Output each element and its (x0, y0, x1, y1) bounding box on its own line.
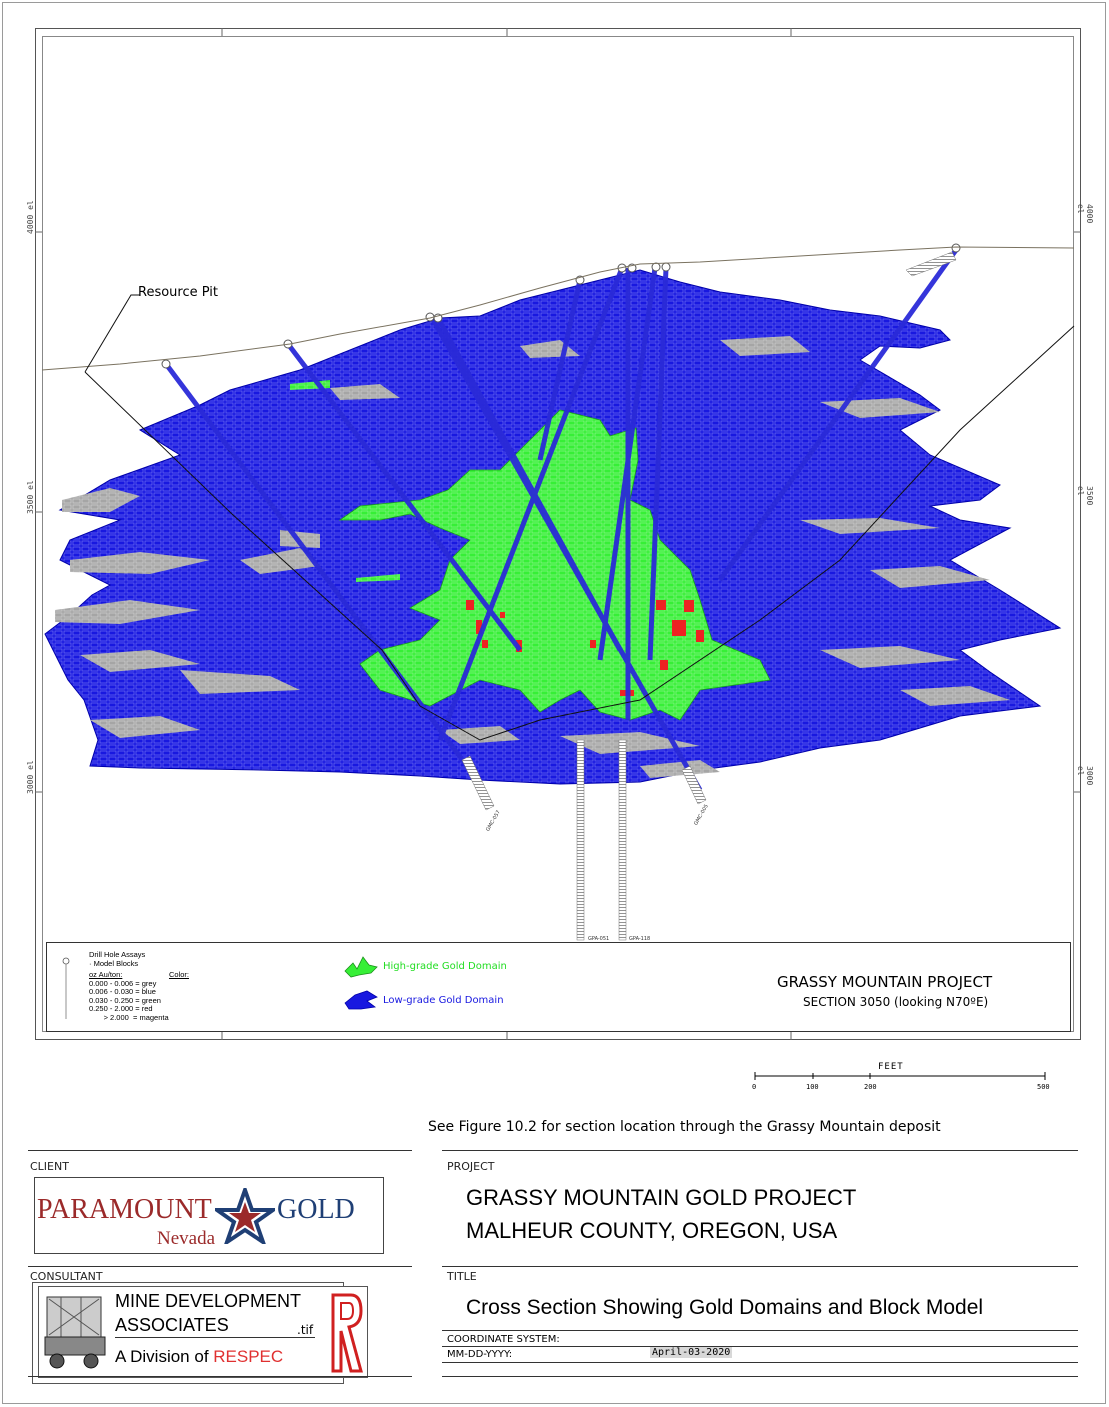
divider (442, 1150, 1078, 1151)
resource-pit (84, 294, 1075, 741)
divider (28, 1150, 412, 1151)
scale-tick-label: 500 (1037, 1083, 1050, 1091)
legend-row: 0.030 - 0.250 = green (89, 995, 161, 1005)
scale-unit: FEET (878, 1062, 904, 1072)
drill-hole-label: GPA-118 (629, 936, 651, 942)
mining-equipment-icon (44, 1296, 106, 1369)
divider (442, 1346, 1078, 1347)
consultant-label: CONSULTANT (30, 1270, 103, 1283)
legend-row: 0.006 - 0.030 = blue (89, 987, 156, 996)
low-grade-swatch-icon (344, 990, 378, 1010)
client-logo: PARAMOUNT GOLD Nevada (34, 1177, 384, 1254)
client-logo-text-left: PARAMOUNT (37, 1194, 212, 1225)
date-value: April-03-2020 (650, 1347, 733, 1358)
consultant-logo: MINE DEVELOPMENT ASSOCIATES .tif A Divis… (38, 1286, 368, 1378)
high-grade-label: High-grade Gold Domain (383, 961, 507, 972)
consultant-line1: MINE DEVELOPMENT (115, 1291, 302, 1311)
title-label: TITLE (447, 1270, 477, 1283)
consultant-underline (115, 1337, 315, 1338)
star-icon (215, 1188, 275, 1244)
legend-title: Drill Hole Assays · Model Blocks (89, 950, 146, 968)
elev-left-3500: 3500 el (26, 480, 35, 514)
resource-pit-label: Resource Pit (138, 285, 219, 300)
project-label: PROJECT (447, 1160, 495, 1173)
divider (442, 1266, 1078, 1267)
drawing-title: Cross Section Showing Gold Domains and B… (466, 1296, 984, 1319)
elev-left-4000: 4000 el (26, 200, 35, 234)
elev-left-3000: 3000 el (26, 760, 35, 794)
client-logo-sub: Nevada (157, 1228, 216, 1249)
client-logo-text-right: GOLD (277, 1194, 355, 1225)
divider (28, 1376, 412, 1377)
client-label: CLIENT (30, 1160, 69, 1173)
coordinate-system-label: COORDINATE SYSTEM: (447, 1334, 560, 1345)
divider (442, 1362, 1078, 1363)
legend-col-color: Color: (168, 970, 189, 979)
scale-tick-label: 200 (864, 1083, 877, 1091)
elev-right-4000: 4000 el (1076, 204, 1094, 224)
drill-hole-traces (163, 248, 959, 792)
scale-tick-label: 100 (806, 1083, 819, 1091)
divider (28, 1266, 412, 1267)
legend-row: 0.250 - 2.000 = red (89, 1004, 153, 1013)
elev-right-3000: 3000 el (1076, 766, 1094, 786)
legend-hole-icon (62, 957, 70, 1019)
legend-title-line2: · Model Blocks (89, 958, 139, 968)
low-grade-label: Low-grade Gold Domain (383, 995, 504, 1006)
map-frame (35, 28, 1081, 1040)
consultant-tif-label: .tif (297, 1323, 314, 1337)
elev-right-3500: 3500 el (1076, 486, 1094, 506)
drill-hole-label: GPA-051 (588, 936, 610, 942)
legend-row: 0.000 - 0.006 = grey (89, 978, 157, 988)
drill-hole-collars (161, 243, 961, 369)
date-label: MM-DD-YYYY: (447, 1349, 513, 1360)
project-line1: GRASSY MOUNTAIN GOLD PROJECT (466, 1185, 857, 1210)
consultant-division-text: A Division of (115, 1347, 214, 1366)
consultant-line2: ASSOCIATES (115, 1315, 229, 1335)
grey-blocks (55, 336, 1010, 778)
legend-title-line1: Drill Hole Assays (89, 950, 146, 959)
legend-col-grade: oz Au/ton: (89, 970, 123, 979)
scale-bar (754, 1072, 1046, 1080)
figure-note: See Figure 10.2 for section location thr… (428, 1119, 941, 1135)
scale-tick-label: 0 (752, 1083, 757, 1091)
topography-line (41, 246, 1075, 371)
divider (442, 1376, 1078, 1377)
consultant-line3: A Division of RESPEC (115, 1347, 283, 1367)
cross-section-drawing (35, 28, 1081, 1040)
legend-project-name: GRASSY MOUNTAIN PROJECT (777, 973, 993, 991)
project-line2: MALHEUR COUNTY, OREGON, USA (466, 1218, 838, 1243)
frame-ticks (35, 28, 1081, 1040)
legend-section-name: SECTION 3050 (looking N70ºE) (803, 995, 989, 1009)
consultant-respec-text: RESPEC (213, 1347, 284, 1366)
legend-box: Drill Hole Assays · Model Blocks oz Au/t… (46, 942, 1071, 1032)
divider (442, 1330, 1078, 1331)
legend-grade-table: oz Au/ton: Color: 0.000 - 0.006 = grey 0… (89, 970, 189, 1022)
legend-row: > 2.000 = magenta (89, 1012, 169, 1022)
drill-hole-tails (461, 251, 957, 941)
respec-r-logo-icon (331, 1293, 363, 1373)
high-grade-swatch-icon (344, 956, 378, 978)
